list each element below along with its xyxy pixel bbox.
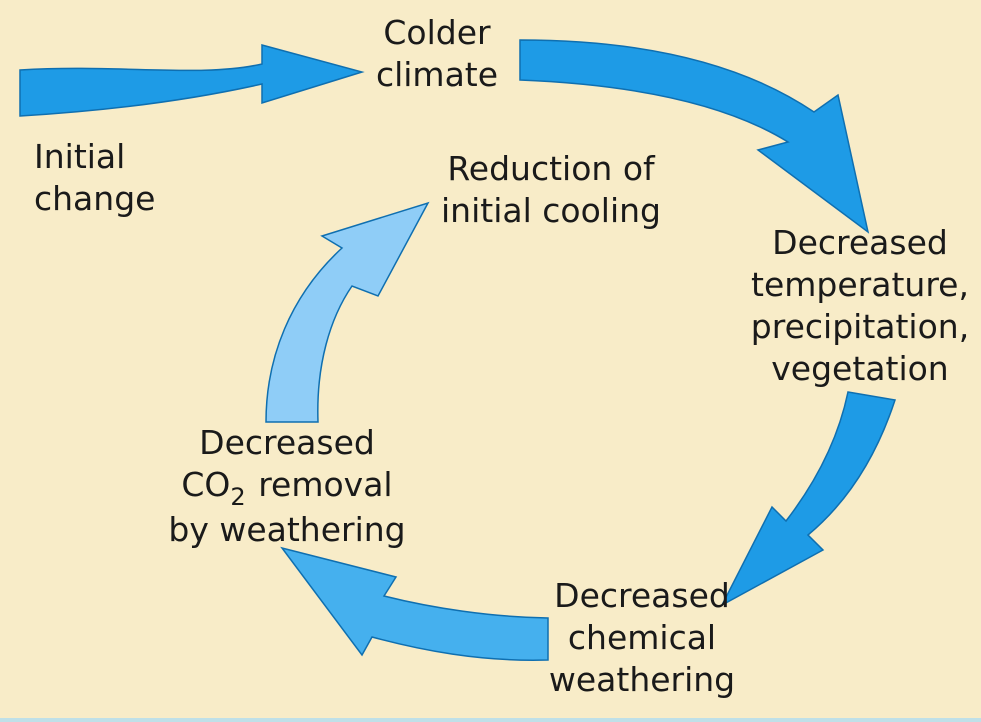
node-colder-climate-line2: climate [375,55,499,94]
node-colder-climate: Colder climate [362,12,512,96]
node-decreased-co2-line2: CO2 removal [160,464,414,511]
node-decreased-chemical-line1: Decreased [554,576,730,615]
co2-formula-co: CO [181,465,231,504]
node-decreased-co2-line1: Decreased [199,423,375,462]
node-decreased-temperature: Decreased temperature, precipitation, ve… [744,222,976,390]
co2-removal-word: removal [258,465,393,504]
arrow-temperature-to-chemical [720,391,896,607]
node-decreased-temperature-line4: vegetation [771,349,949,388]
node-decreased-chemical: Decreased chemical weathering [540,575,744,701]
node-reduction-initial-cooling: Reduction of initial cooling [420,148,682,232]
node-initial-change-line2: change [34,179,156,218]
node-initial-change: Initial change [34,136,155,220]
arrow-initial-to-colder [19,44,365,117]
node-decreased-co2-line3: by weathering [168,510,406,549]
arrow-co2-to-reduction [265,201,430,423]
node-reduction-line1: Reduction of [447,149,655,188]
node-decreased-co2: Decreased CO2 removal by weathering [160,422,414,551]
node-colder-climate-line1: Colder [383,13,491,52]
node-decreased-temperature-line2: temperature, [751,265,969,304]
node-decreased-chemical-line3: weathering [548,660,736,699]
node-decreased-temperature-line3: precipitation, [750,307,970,346]
node-decreased-temperature-line1: Decreased [772,223,948,262]
arrow-colder-to-temperature [519,39,870,234]
arrow-chemical-to-co2 [280,546,549,661]
node-decreased-chemical-line2: chemical [567,618,717,657]
node-initial-change-line1: Initial [34,137,126,176]
node-reduction-line2: initial cooling [441,191,661,230]
co2-formula-subscript: 2 [230,483,246,511]
